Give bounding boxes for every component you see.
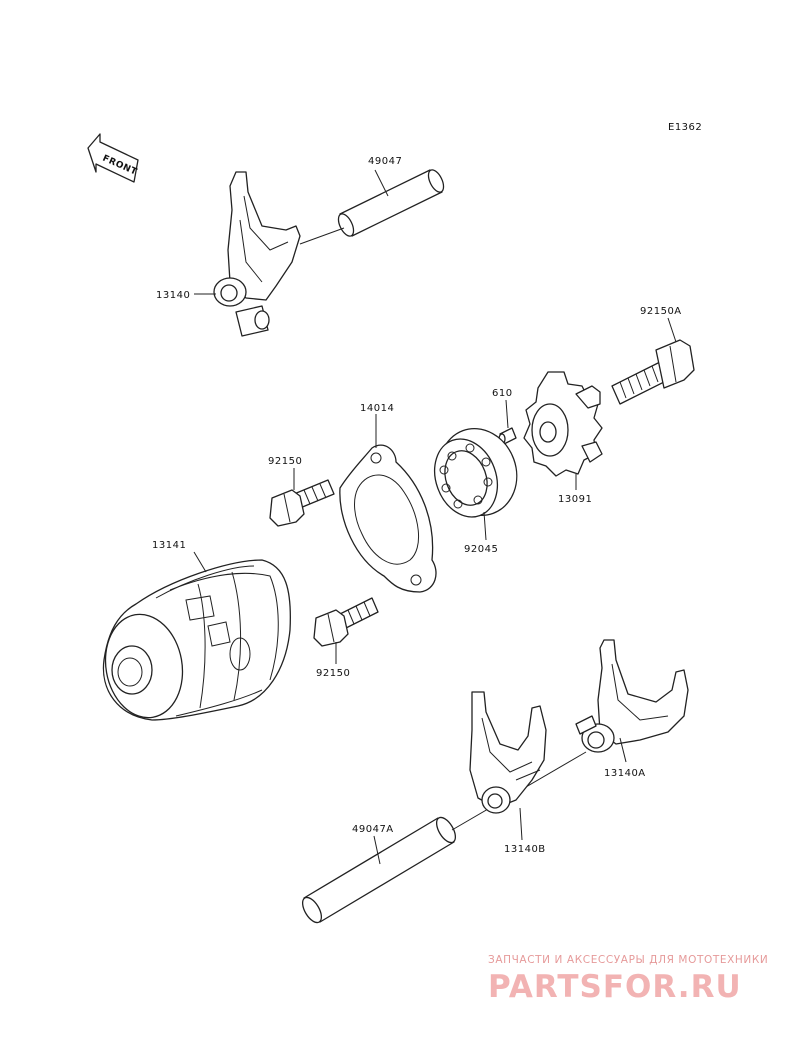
shift-fork-13140 — [213, 171, 301, 337]
part-label-49047A: 49047A — [352, 824, 394, 835]
part-label-13140: 13140 — [156, 290, 190, 301]
front-arrow-icon: FRONT — [87, 133, 139, 183]
shift-fork-13140A — [575, 639, 689, 753]
part-label-13091: 13091 — [558, 494, 592, 505]
part-label-13140A: 13140A — [604, 768, 646, 779]
part-label-13140B: 13140B — [504, 844, 546, 855]
bolt-92150-upper — [269, 479, 335, 527]
holder-plate-14014 — [339, 444, 437, 593]
part-label-13141: 13141 — [152, 540, 186, 551]
part-label-49047: 49047 — [368, 156, 402, 167]
watermark-tagline: ЗАПЧАСТИ И АКСЕССУАРЫ ДЛЯ МОТОТЕХНИКИ — [488, 954, 768, 966]
bearing-92045 — [434, 428, 518, 518]
shift-rod-lower — [301, 816, 457, 924]
shift-fork-13140B — [469, 691, 547, 814]
bolt-92150A — [611, 339, 695, 405]
pin-610 — [498, 427, 517, 445]
part-label-92045: 92045 — [464, 544, 498, 555]
part-label-92150-upper: 92150 — [268, 456, 302, 467]
diagram-code: E1362 — [668, 122, 702, 133]
part-label-14014: 14014 — [360, 403, 394, 414]
watermark-brand-logo: PARTSFOR.RU — [488, 969, 742, 1005]
bolt-92150-lower — [313, 597, 379, 647]
part-label-92150-lower: 92150 — [316, 668, 350, 679]
part-label-92150A: 92150A — [640, 306, 682, 317]
shift-drum-13141 — [102, 559, 291, 721]
shift-rod-upper — [337, 169, 445, 237]
pin-plate-13091 — [523, 371, 603, 477]
part-label-610: 610 — [492, 388, 513, 399]
